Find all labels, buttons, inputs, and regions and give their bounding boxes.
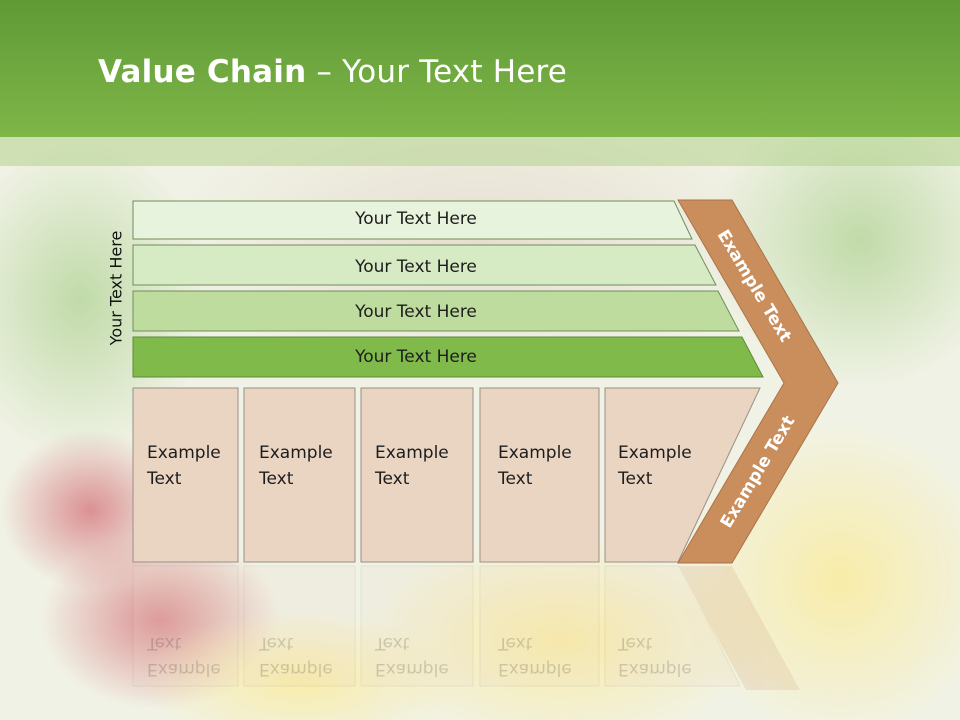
box-1-shape: [132, 387, 239, 563]
box-5-reflection: Example Text: [618, 630, 692, 682]
box-3-reflection: Example Text: [375, 630, 449, 682]
box-5-line1: Example: [618, 443, 692, 463]
row-4-label: Your Text Here: [355, 347, 477, 367]
box-2-line1: Example: [259, 443, 333, 463]
box-3-line2: Text: [375, 469, 410, 489]
box-3-reflection-line1: Example: [375, 659, 449, 679]
side-label: Your Text Here: [106, 230, 126, 346]
box-1-line2: Text: [147, 469, 182, 489]
box-4-reflection-line1: Example: [498, 659, 572, 679]
box-5-reflection-line1: Example: [618, 659, 692, 679]
box-2-reflection-line1: Example: [259, 659, 333, 679]
title-strip: [0, 137, 960, 166]
row-2-shape: [132, 244, 717, 286]
box-2-reflection: Example Text: [259, 630, 333, 682]
box-1-reflection: Example Text: [147, 630, 221, 682]
box-3-line1: Example: [375, 443, 449, 463]
box-1-reflection-line2: Text: [147, 633, 182, 653]
box-3-reflection-line2: Text: [375, 633, 410, 653]
box-4-reflection-line2: Text: [498, 633, 533, 653]
row-1-label: Your Text Here: [355, 209, 477, 229]
box-1-reflection-line1: Example: [147, 659, 221, 679]
box-4-line2: Text: [498, 469, 533, 489]
reflection: [132, 565, 800, 690]
row-1-shape: [132, 200, 693, 240]
box-2-line2: Text: [259, 469, 294, 489]
title-rest: – Your Text Here: [306, 54, 568, 90]
box-2-shape: [243, 387, 356, 563]
row-2-label: Your Text Here: [355, 257, 477, 277]
row-4-shape: [132, 336, 764, 378]
box-3-shape: [360, 387, 474, 563]
chevron-shape: [677, 199, 839, 564]
row-3-shape: [132, 290, 740, 332]
box-1-label: Example Text: [147, 440, 221, 492]
box-5-reflection-line2: Text: [618, 633, 653, 653]
box-5-label: Example Text: [618, 440, 692, 492]
title-bold: Value Chain: [98, 54, 307, 90]
box-1-line1: Example: [147, 443, 221, 463]
title-bar: [0, 0, 960, 137]
row-3-label: Your Text Here: [355, 302, 477, 322]
box-4-reflection: Example Text: [498, 630, 572, 682]
box-3-label: Example Text: [375, 440, 449, 492]
box-2-label: Example Text: [259, 440, 333, 492]
box-5-line2: Text: [618, 469, 653, 489]
box-5-shape: [604, 387, 761, 563]
box-2-reflection-line2: Text: [259, 633, 294, 653]
box-4-shape: [479, 387, 600, 563]
box-4-label: Example Text: [498, 440, 572, 492]
page-title: Value Chain – Your Text Here: [98, 54, 567, 90]
box-4-line1: Example: [498, 443, 572, 463]
